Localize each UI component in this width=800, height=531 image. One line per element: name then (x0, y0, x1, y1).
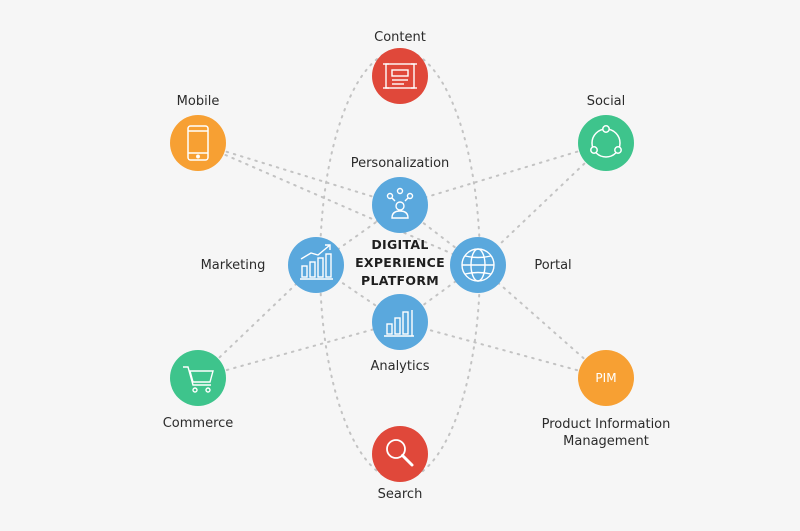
magnifier-icon (386, 439, 414, 467)
analytics-label: Analytics (370, 359, 430, 374)
portal-node[interactable] (450, 237, 506, 293)
social-node[interactable] (578, 115, 634, 171)
line-social-personalization (399, 142, 607, 206)
line-mobile-personalization (197, 142, 401, 206)
analytics-node[interactable] (372, 294, 428, 350)
pim-node[interactable]: PIM (578, 350, 634, 406)
pim-label: Product Information Management (526, 416, 686, 450)
content-node[interactable] (372, 48, 428, 104)
pim-label-line1: Product Information (541, 417, 671, 432)
personalization-label: Personalization (350, 156, 450, 171)
content-label: Content (374, 30, 426, 45)
pim-label-line2: Management (563, 434, 649, 449)
commerce-node[interactable] (170, 350, 226, 406)
marketing-label: Marketing (200, 258, 266, 273)
pim-icon-text: PIM (595, 371, 616, 385)
share-network-icon (590, 125, 622, 158)
platform-title-line2: EXPERIENCE (355, 255, 445, 270)
platform-title-line3: PLATFORM (361, 273, 439, 288)
shopping-cart-icon (183, 366, 214, 393)
portal-label: Portal (534, 258, 572, 273)
marketing-node[interactable] (288, 237, 344, 293)
mobile-label: Mobile (176, 94, 220, 109)
line-pim-analytics (399, 321, 607, 379)
line-commerce-analytics (197, 321, 401, 379)
search-label: Search (377, 487, 423, 502)
platform-title: DIGITAL EXPERIENCE PLATFORM (340, 236, 460, 290)
line-social-portal (477, 142, 607, 266)
social-label: Social (586, 94, 626, 109)
line-pim-portal (477, 264, 607, 379)
mobile-phone-icon (187, 125, 209, 161)
bar-chart-icon (384, 310, 414, 337)
globe-icon (461, 248, 495, 282)
mobile-node[interactable] (170, 115, 226, 171)
search-node[interactable] (372, 426, 428, 482)
personalization-node[interactable] (372, 177, 428, 233)
line-mobile-portal (197, 142, 479, 266)
commerce-label: Commerce (162, 416, 234, 431)
platform-title-line1: DIGITAL (371, 237, 429, 252)
growth-chart-icon (300, 244, 333, 280)
content-icon (383, 63, 417, 89)
user-ideas-icon (386, 187, 414, 219)
